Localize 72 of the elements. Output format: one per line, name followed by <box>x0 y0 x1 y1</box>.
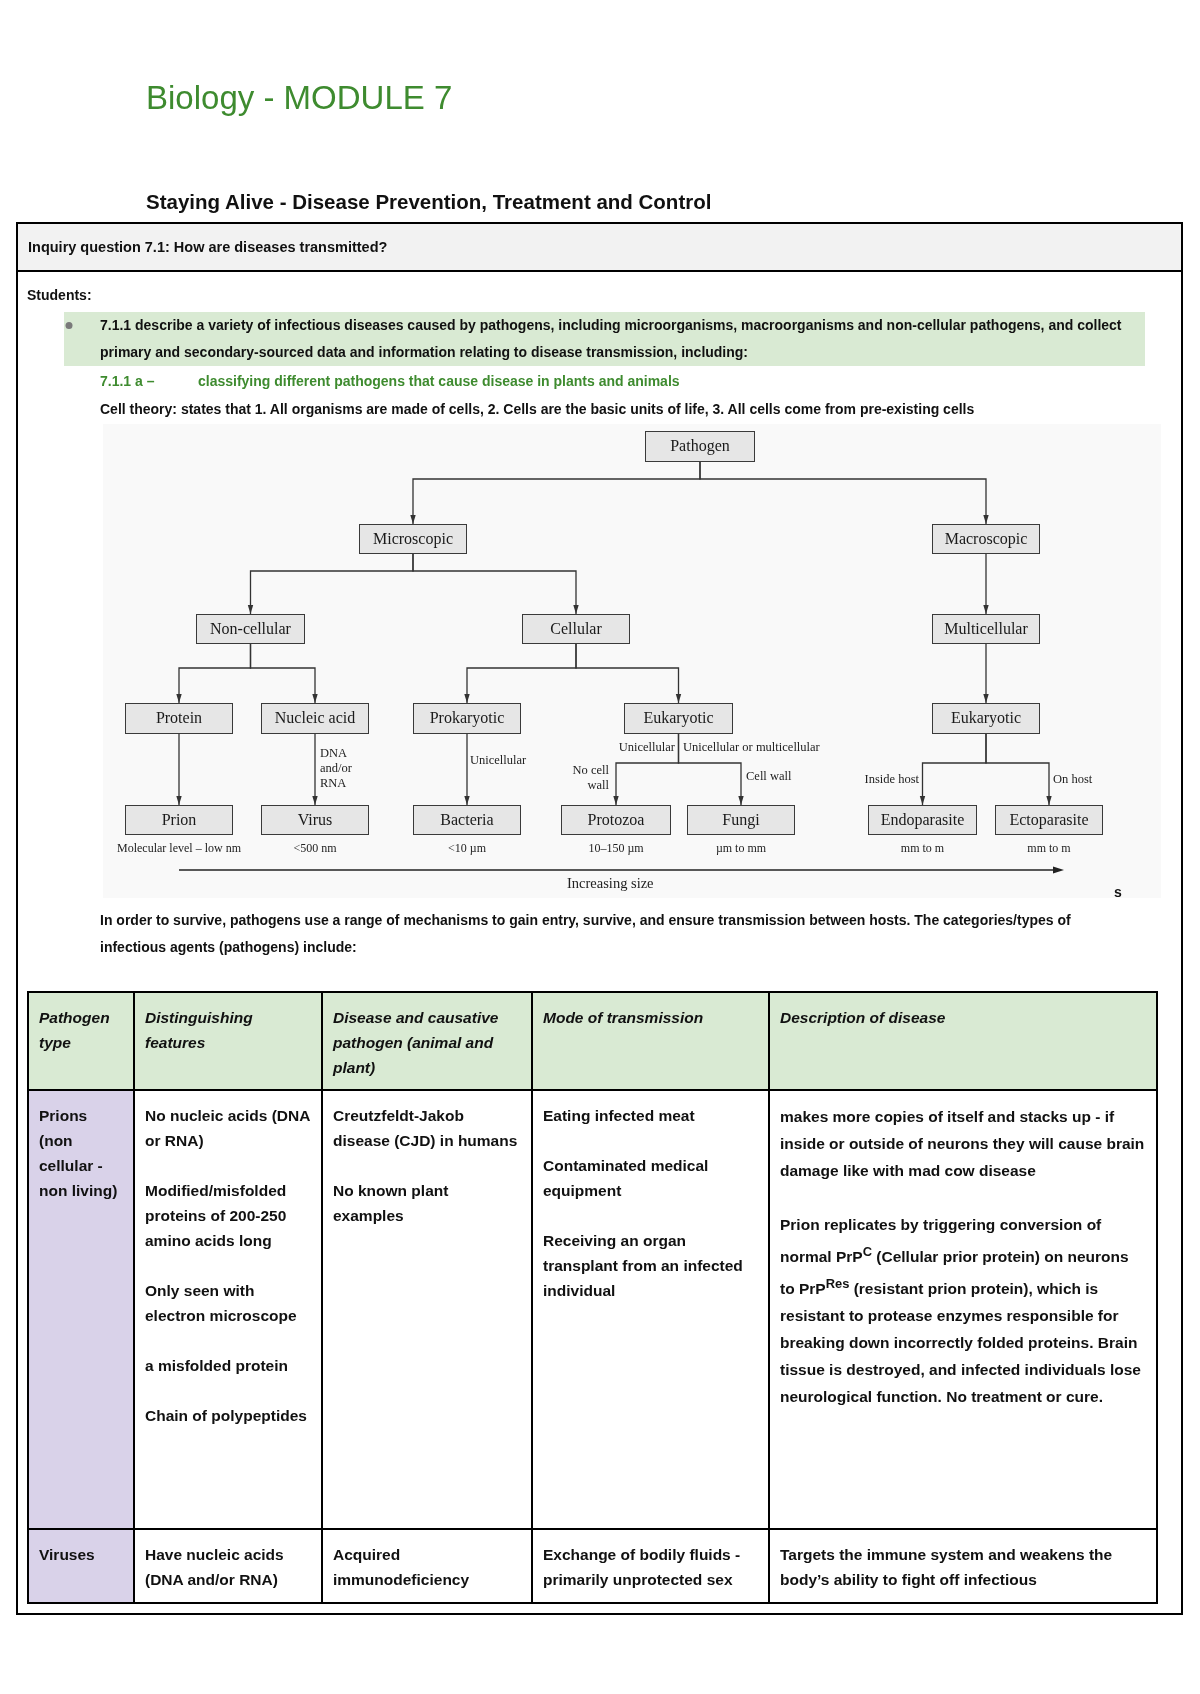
arrow <box>312 733 318 806</box>
column-header: Mode of transmission <box>532 992 769 1090</box>
outcome-code: 7.1.1 a – <box>100 372 155 391</box>
arrow <box>176 733 182 806</box>
cell-text: Modified/misfolded proteins of 200-250 amino acids long <box>145 1181 288 1251</box>
cell-text: Contaminated medical equipment <box>543 1156 710 1201</box>
cell-text: Only seen with electron microscope <box>145 1281 298 1326</box>
category-box: Pathogen <box>645 431 755 462</box>
text-fragment: s <box>1114 883 1122 902</box>
cell-text: makes more copies of itself and stacks up - if inside or outside of neurons they will cause brain damage like with mad cow disease <box>780 1107 1146 1181</box>
category-box: Non-cellular <box>196 614 305 644</box>
category-box: Microscopic <box>359 524 467 554</box>
branch-label: Unicellular <box>618 740 675 755</box>
category-box: Prion <box>125 805 233 835</box>
category-box: Eukaryotic <box>624 703 733 734</box>
cell-text: No known plant examples <box>333 1181 450 1226</box>
category-box: Nucleic acid <box>261 703 369 734</box>
category-box: Macroscopic <box>932 524 1040 554</box>
category-box: Fungi <box>687 805 795 835</box>
arrow <box>464 733 470 806</box>
category-box: Cellular <box>522 614 630 644</box>
arrow <box>249 643 318 704</box>
cell-text: Acquired immunodeficiency <box>333 1545 471 1590</box>
category-box: Protozoa <box>561 805 671 835</box>
cell-text: Exchange of bodily fluids - primarily unprotected sex <box>543 1545 742 1590</box>
inquiry-heading: Inquiry question 7.1: How are diseases transmitted? <box>16 222 1183 272</box>
arrow <box>412 553 579 615</box>
cell-text: Targets the immune system and weakens the body’s ability to fight off infectious <box>780 1545 1114 1590</box>
category-box: Ectoparasite <box>995 805 1103 835</box>
cell-text: Prion replicates by triggering conversion of normal PrP$^{C}$ (Cellular prior protein) on neurons to PrP$^{Res}$ (resistant prion protein), which is resistant to protease enzymes responsible for breaking down incorrectly folded proteins. Brain tissue is destroyed, and infected individuals lose neurological function. No treatment or cure. <box>780 1215 1142 1408</box>
arrow <box>575 643 682 704</box>
cell-text: Chain of polypeptides <box>145 1406 307 1426</box>
arrow <box>983 553 989 615</box>
category-box: Bacteria <box>413 805 521 835</box>
size-caption: µm to mm <box>715 841 767 856</box>
category-box: Protein <box>125 703 233 734</box>
cell-text: Receiving an organ transplant from an infected individual <box>543 1231 744 1301</box>
size-caption: mm to m <box>900 841 945 856</box>
arrow <box>985 733 1052 806</box>
outcome-text: 7.1.1 describe a variety of infectious diseases caused by pathogens, including microorganisms, macroorganisms and non-cellular pathogens, and collect primary and secondary-sourced data and information relating to disease transmission, including: <box>100 312 1145 366</box>
row-header: Viruses <box>28 1529 134 1603</box>
category-box: Endoparasite <box>868 805 977 835</box>
category-box: Prokaryotic <box>413 703 521 734</box>
sub-outcome-text: classifying different pathogens that cause disease in plants and animals <box>198 372 680 391</box>
size-caption: mm to m <box>1027 841 1071 856</box>
size-caption: <500 nm <box>293 841 337 856</box>
cell-text: Eating infected meat <box>543 1106 695 1126</box>
arrow <box>677 733 744 806</box>
page-title: Biology - MODULE 7 <box>146 78 453 118</box>
category-box: Multicellular <box>932 614 1040 644</box>
category-box: Eukaryotic <box>932 703 1040 734</box>
arrow <box>699 461 989 525</box>
category-box: Virus <box>261 805 369 835</box>
cell-text: Creutzfeldt-Jakob disease (CJD) in humans <box>333 1106 519 1151</box>
direction-label: Increasing size <box>567 875 654 892</box>
column-header: Distinguishing features <box>134 992 322 1090</box>
cell-text: Have nucleic acids (DNA and/or RNA) <box>145 1545 285 1590</box>
size-caption: 10–150 µm <box>588 841 644 856</box>
size-caption: <10 µm <box>448 841 486 856</box>
column-header: Disease and causative pathogen (animal and plant) <box>322 992 532 1090</box>
cell-text: No nucleic acids (DNA or RNA) <box>145 1106 311 1151</box>
row-header: Prions (non cellular - non living) <box>28 1090 134 1529</box>
column-header: Pathogen type <box>28 992 134 1090</box>
section-label: Students: <box>27 286 92 305</box>
column-header: Description of disease <box>769 992 1157 1090</box>
note-text: Cell theory: states that 1. All organisms are made of cells, 2. Cells are the basic units of life, 3. All cells come from pre-existing cells <box>100 400 975 419</box>
cell-text: a misfolded protein <box>145 1356 288 1376</box>
subtitle: Staying Alive - Disease Prevention, Treatment and Control <box>146 190 712 214</box>
arrow <box>983 643 989 704</box>
size-caption: Molecular level – low nm <box>117 841 241 856</box>
paragraph-text: In order to survive, pathogens use a range of mechanisms to gain entry, survive, and ensure transmission between hosts. The categories/types of infectious agents (pathogens) include: <box>100 911 1072 957</box>
branch-label: Unicellular or multicellular <box>683 740 820 755</box>
